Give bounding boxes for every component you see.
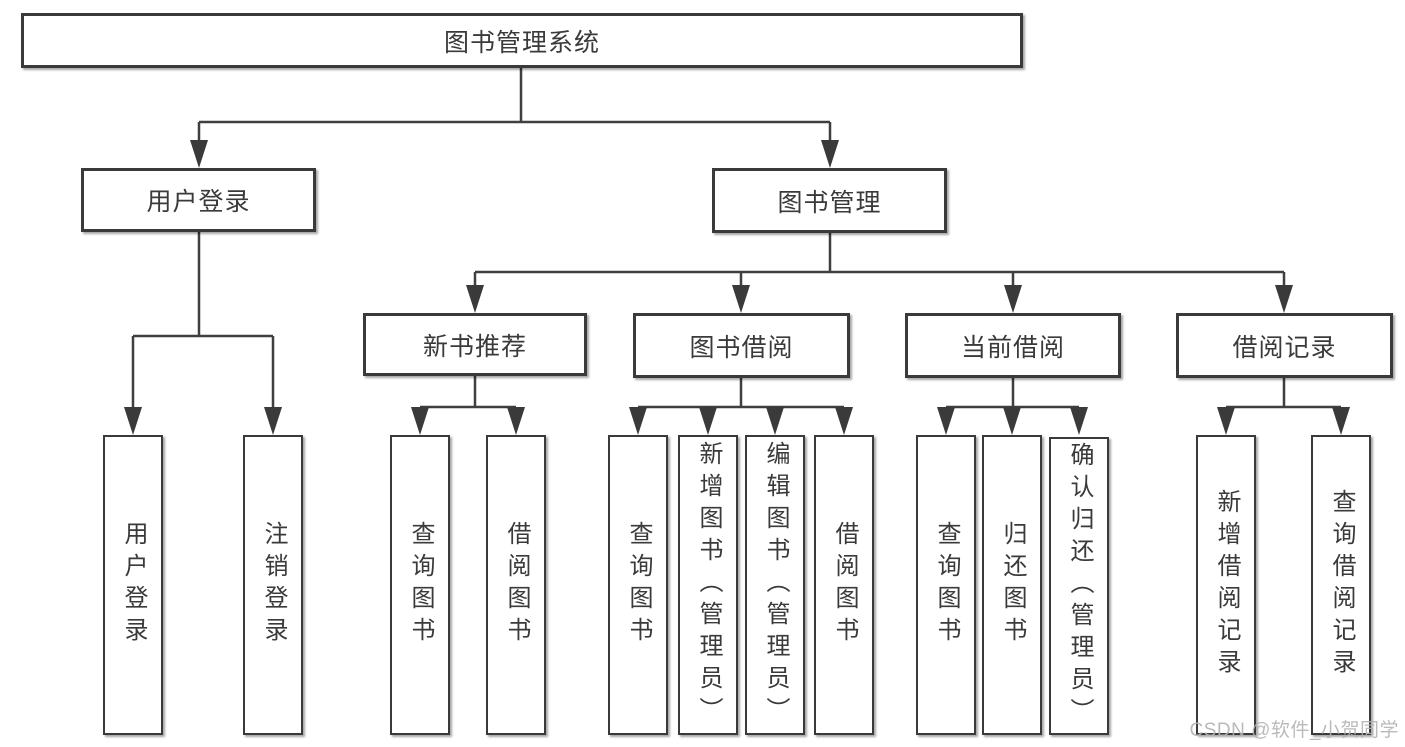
node-book-borrow: 图书借阅 (633, 313, 850, 378)
node-label: 查询图书 (933, 521, 960, 649)
node-label: 借阅图书 (831, 521, 858, 649)
node-label: 借阅记录 (1232, 333, 1337, 362)
node-label: 确认归还（管理员） (1066, 442, 1093, 730)
node-label: 归还图书 (999, 521, 1026, 649)
leaf-borrow-add-book-admin: 新增图书（管理员） (678, 435, 738, 735)
leaf-borrow-edit-book-admin: 编辑图书（管理员） (745, 435, 805, 735)
node-label: 当前借阅 (960, 333, 1065, 362)
node-label: 用户登录 (120, 521, 147, 649)
node-label: 注销登录 (260, 521, 287, 649)
leaf-recommend-borrow-book: 借阅图书 (486, 435, 546, 735)
node-label: 新增图书（管理员） (695, 441, 722, 729)
leaf-current-return-book: 归还图书 (982, 435, 1042, 735)
node-user-login: 用户登录 (81, 168, 316, 232)
leaf-borrow-query-book: 查询图书 (608, 435, 668, 735)
node-borrow-record: 借阅记录 (1176, 313, 1393, 378)
node-label: 图书管理系统 (443, 28, 600, 57)
node-book-management: 图书管理 (712, 168, 947, 233)
leaf-recommend-query-book: 查询图书 (390, 435, 450, 735)
node-label: 查询借阅记录 (1328, 489, 1355, 681)
node-label: 图书管理 (777, 188, 882, 217)
node-label: 借阅图书 (503, 521, 530, 649)
leaf-record-query-borrow-record: 查询借阅记录 (1311, 435, 1371, 735)
leaf-logout: 注销登录 (243, 435, 303, 735)
leaf-current-confirm-return-admin: 确认归还（管理员） (1049, 437, 1109, 735)
node-label: 查询图书 (407, 521, 434, 649)
node-root-library-management-system: 图书管理系统 (21, 13, 1023, 68)
node-label: 新书推荐 (422, 332, 527, 361)
node-label: 用户登录 (146, 188, 251, 216)
node-label: 新增借阅记录 (1213, 489, 1240, 681)
csdn-watermark: CSDN @软件_小贺同学 (1189, 720, 1399, 741)
leaf-record-add-borrow-record: 新增借阅记录 (1196, 435, 1256, 735)
node-label: 图书借阅 (689, 333, 794, 362)
node-label: 查询图书 (625, 521, 652, 649)
leaf-current-query-book: 查询图书 (916, 435, 976, 735)
node-new-book-recommend: 新书推荐 (363, 313, 587, 376)
node-label: 编辑图书（管理员） (762, 441, 789, 729)
leaf-borrow-borrow-book: 借阅图书 (814, 435, 874, 735)
leaf-user-login: 用户登录 (103, 435, 163, 735)
node-current-borrow: 当前借阅 (905, 313, 1121, 378)
